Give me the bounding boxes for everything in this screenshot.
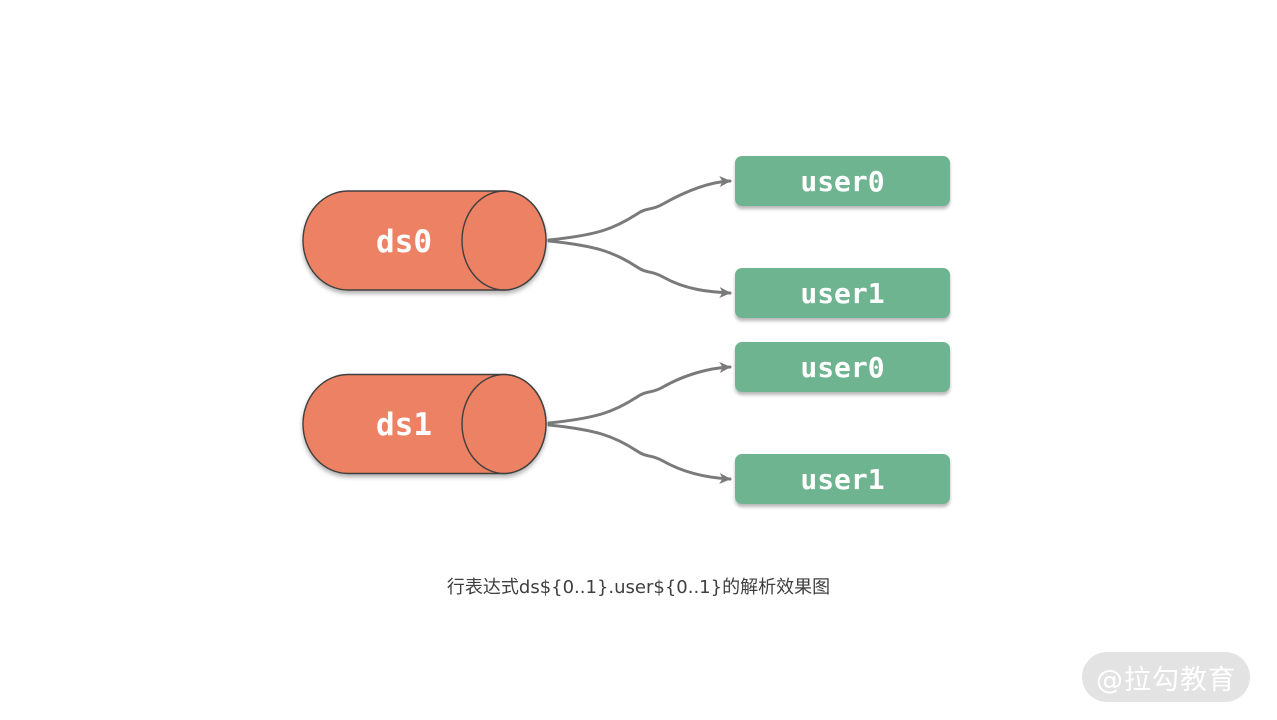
table-node-label: user0 xyxy=(800,164,885,198)
datasource-label-ds0: ds0 xyxy=(376,224,432,260)
datasource-cylinder-ds0: ds0 xyxy=(302,190,547,291)
datasource-label-ds1: ds1 xyxy=(376,407,432,443)
diagram-caption: 行表达式ds${0..1}.user${0..1}的解析效果图 xyxy=(446,577,831,598)
table-node-ds1-user0: user0 xyxy=(735,342,950,392)
table-node-label: user1 xyxy=(800,462,885,496)
table-node-ds0-user0: user0 xyxy=(735,156,950,206)
watermark-badge: @拉勾教育 xyxy=(1082,652,1250,702)
table-node-ds1-user1: user1 xyxy=(735,454,950,504)
edge-ds0-user0 xyxy=(547,176,732,242)
table-node-label: user1 xyxy=(800,276,885,310)
table-node-ds0-user1: user1 xyxy=(735,268,950,318)
edge-ds1-user1 xyxy=(547,423,732,484)
cylinder-face xyxy=(461,190,547,291)
edge-ds0-user1 xyxy=(547,239,732,298)
datasource-cylinder-ds1: ds1 xyxy=(302,373,547,475)
cylinder-face xyxy=(461,373,547,475)
table-node-label: user0 xyxy=(800,350,885,384)
edge-ds1-user0 xyxy=(547,362,732,425)
